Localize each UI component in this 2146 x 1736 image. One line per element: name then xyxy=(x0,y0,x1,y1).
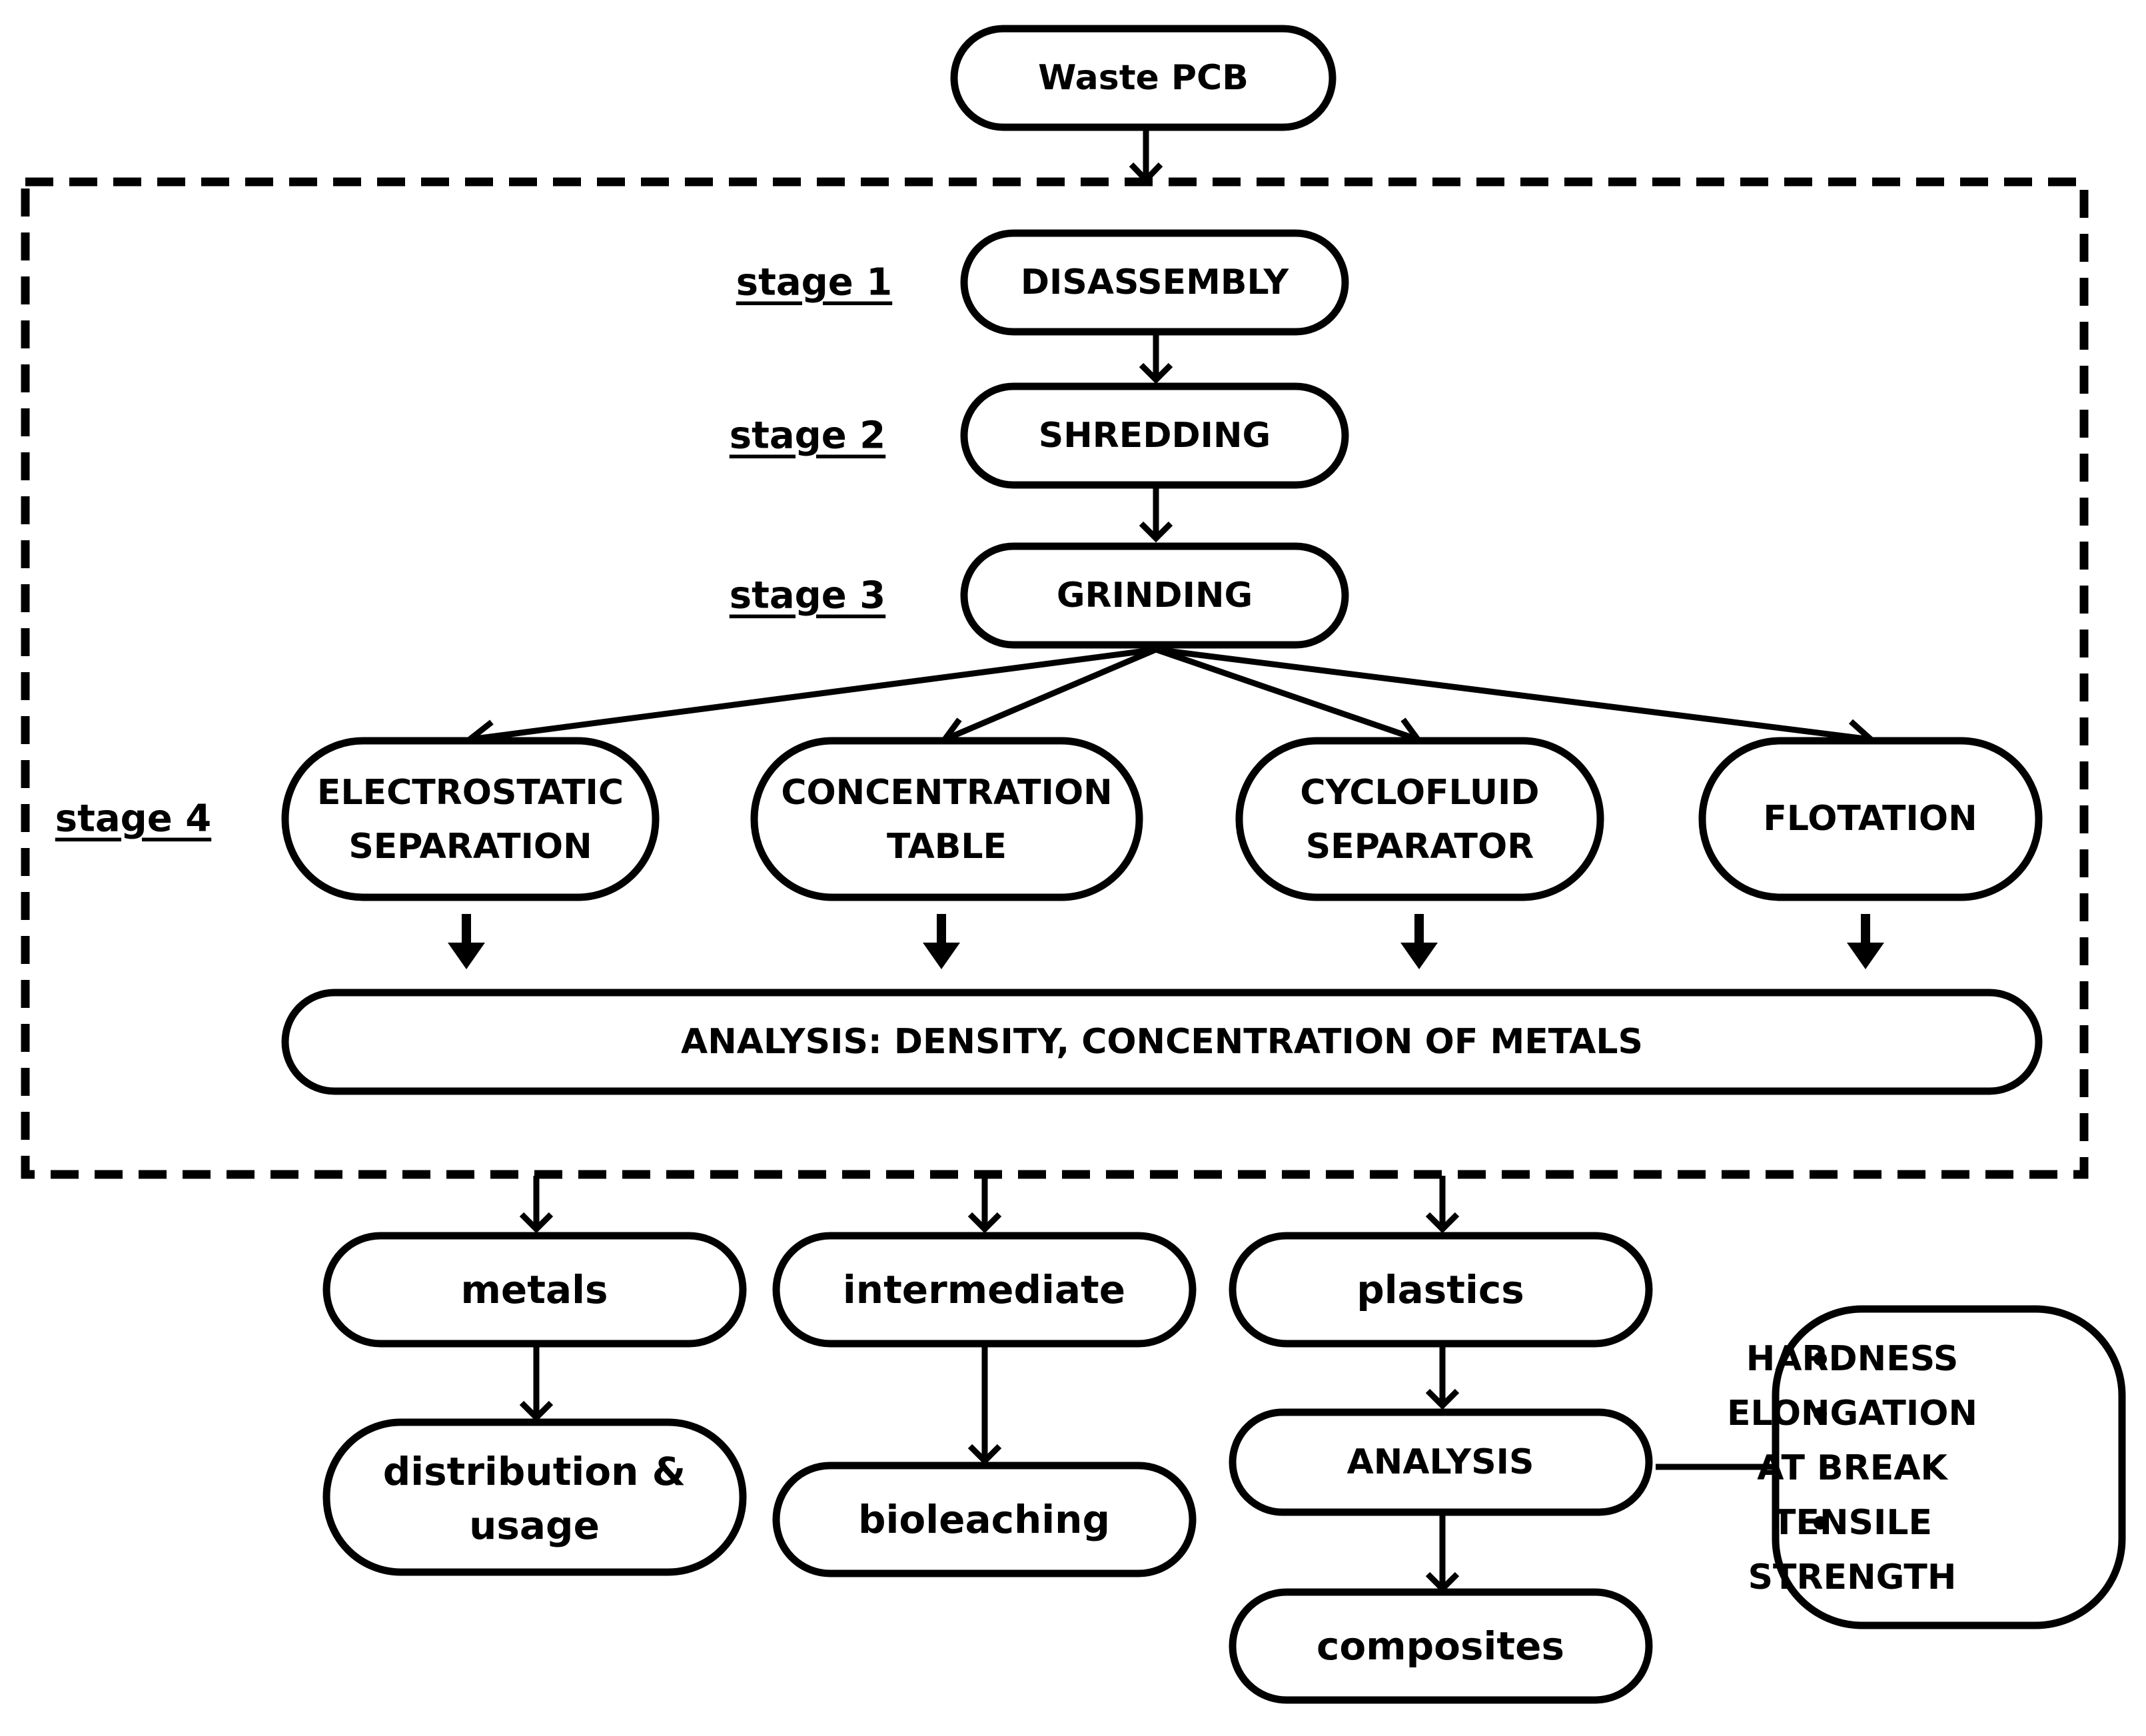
edge-intermediate-to-bioleaching xyxy=(967,1344,1002,1466)
edges xyxy=(448,129,1884,1593)
node-electrostatic-line1: ELECTROSTATIC xyxy=(317,773,624,813)
edge-cyclofluid-to-analysis xyxy=(1400,914,1438,969)
edge-shredding-to-grinding xyxy=(1139,484,1173,543)
node-plastics-analysis-label: ANALYSIS xyxy=(1347,1442,1534,1482)
edge-metals-to-distribution xyxy=(519,1344,554,1422)
node-waste-pcb-label: Waste PCB xyxy=(1038,58,1249,98)
node-disassembly-label: DISASSEMBLY xyxy=(1021,262,1290,302)
node-concentration-table: CONCENTRATION TABLE xyxy=(750,737,1143,901)
node-cyclofluid-line2: SEPARATOR xyxy=(1306,827,1534,867)
stage-3-label: stage 3 xyxy=(730,574,885,618)
node-disassembly: DISASSEMBLY xyxy=(960,229,1349,336)
node-grinding-label: GRINDING xyxy=(1057,576,1253,616)
node-plastics-analysis: ANALYSIS xyxy=(1229,1408,1653,1516)
stage-4-label: stage 4 xyxy=(55,797,211,841)
processing-boundary xyxy=(21,177,2089,1179)
node-concentration-line2: TABLE xyxy=(887,827,1007,867)
edge-concentration-to-analysis xyxy=(923,914,960,969)
edge-to-plastics xyxy=(1425,1176,1460,1234)
node-metals-label: metals xyxy=(460,1267,608,1312)
node-concentration-line1: CONCENTRATION xyxy=(781,773,1112,813)
property-tensile-line2: STRENGTH xyxy=(1748,1557,1957,1597)
edge-waste-to-disassembly xyxy=(1129,129,1163,185)
property-elongation-line1: ELONGATION xyxy=(1727,1394,1977,1434)
node-properties: HARDNESS ELONGATION AT BREAK TENSILE STR… xyxy=(1727,1305,2126,1629)
node-grinding: GRINDING xyxy=(960,542,1349,649)
node-plastics: plastics xyxy=(1229,1232,1653,1348)
property-hardness: HARDNESS xyxy=(1746,1339,1959,1379)
node-bioleaching-label: bioleaching xyxy=(858,1497,1110,1542)
edge-flotation-to-analysis xyxy=(1847,914,1884,969)
node-distribution-usage: distribution & usage xyxy=(322,1418,747,1576)
edge-analysis-to-composites xyxy=(1425,1512,1460,1593)
stage-2-label: stage 2 xyxy=(730,414,885,458)
node-electrostatic-line2: SEPARATION xyxy=(348,827,592,867)
node-flotation: FLOTATION xyxy=(1698,737,2043,901)
node-cyclofluid-separator: CYCLOFLUID SEPARATOR xyxy=(1235,737,1604,901)
node-electrostatic-separation: ELECTROSTATIC SEPARATION xyxy=(281,737,660,901)
node-shredding: SHREDDING xyxy=(960,382,1349,489)
edge-plastics-to-analysis xyxy=(1425,1344,1460,1410)
node-waste-pcb: Waste PCB xyxy=(950,25,1337,131)
edge-to-intermediate xyxy=(967,1176,1002,1234)
node-flotation-label: FLOTATION xyxy=(1763,799,1977,839)
node-cyclofluid-line1: CYCLOFLUID xyxy=(1300,773,1539,813)
property-tensile-line1: TENSILE xyxy=(1772,1503,1932,1543)
node-composites-label: composites xyxy=(1317,1623,1564,1669)
bullet-elongation xyxy=(1814,1407,1827,1420)
node-metals: metals xyxy=(322,1232,747,1348)
node-distribution-line1: distribution & xyxy=(383,1449,686,1494)
bullet-tensile xyxy=(1814,1516,1827,1529)
node-analysis-density-label: ANALYSIS: DENSITY, CONCENTRATION OF META… xyxy=(681,1022,1643,1062)
node-intermediate-label: intermediate xyxy=(843,1267,1125,1312)
edge-grinding-to-flotation xyxy=(1155,646,1877,752)
edge-electrostatic-to-analysis xyxy=(448,914,485,969)
property-elongation-line2: AT BREAK xyxy=(1757,1448,1948,1488)
node-distribution-line2: usage xyxy=(469,1503,600,1548)
stage-1-label: stage 1 xyxy=(736,261,892,304)
edge-disassembly-to-shredding xyxy=(1139,331,1173,384)
edge-to-metals xyxy=(519,1176,554,1234)
node-analysis-density: ANALYSIS: DENSITY, CONCENTRATION OF META… xyxy=(281,989,2043,1095)
node-shredding-label: SHREDDING xyxy=(1039,416,1271,456)
bullet-hardness xyxy=(1814,1352,1827,1366)
node-composites: composites xyxy=(1229,1588,1653,1704)
node-bioleaching: bioleaching xyxy=(772,1462,1197,1577)
edge-grinding-to-electrostatic xyxy=(464,646,1157,753)
node-intermediate: intermediate xyxy=(772,1232,1197,1348)
node-plastics-label: plastics xyxy=(1356,1267,1524,1312)
